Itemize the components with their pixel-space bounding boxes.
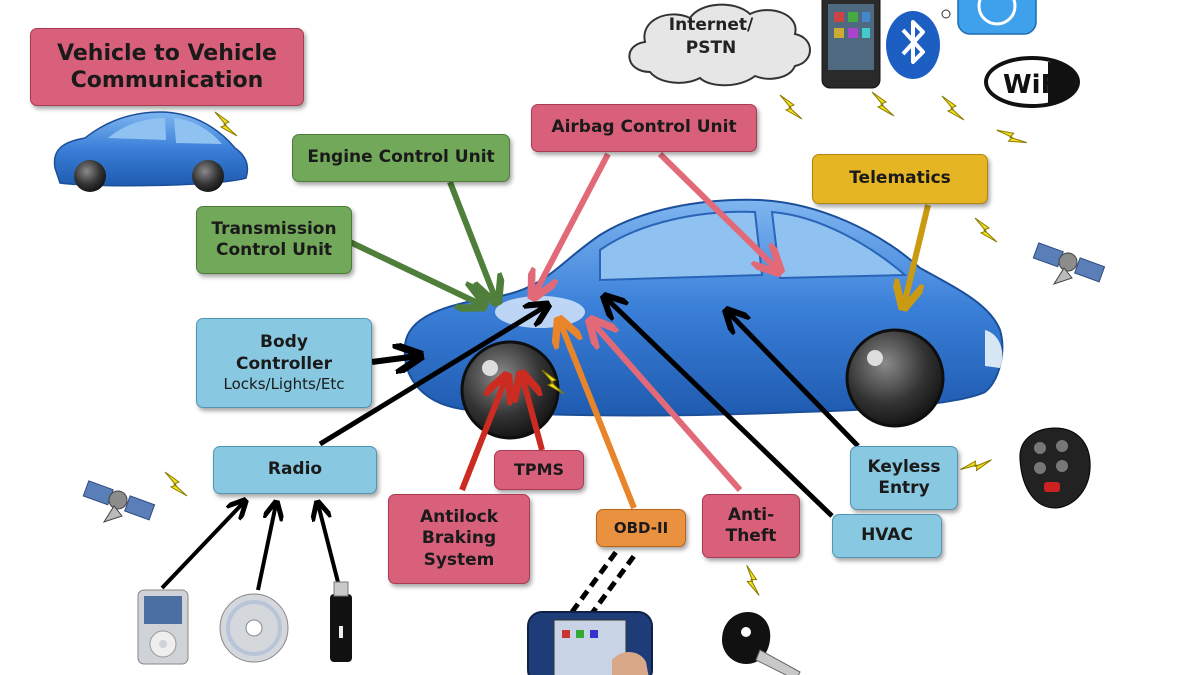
arrow-airbag-2	[657, 151, 778, 270]
arrow-engine	[447, 180, 496, 300]
bluetooth-icon	[886, 9, 951, 79]
tpms-label: TPMS	[494, 450, 584, 490]
arrow-usb	[318, 504, 342, 591]
key-fob-icon	[1019, 427, 1091, 509]
arrow-telematics	[904, 204, 931, 305]
cloud-icon	[628, 3, 811, 87]
abs-label: Antilock Braking System	[388, 494, 530, 584]
arrow-hvac	[606, 298, 834, 518]
body-controller-title: Body Controller	[235, 332, 332, 374]
ipod-icon	[137, 589, 189, 665]
lightning-icon	[871, 91, 895, 117]
lightning-icon	[164, 471, 188, 497]
hvac-label: HVAC	[832, 514, 942, 558]
wifi-text: WiFi	[1003, 70, 1067, 100]
v2v-label: Vehicle to Vehicle Communication	[30, 28, 304, 106]
antitheft-label: Anti- Theft	[702, 494, 800, 558]
arrow-tpms	[522, 376, 545, 451]
obd-cable	[569, 550, 619, 614]
arrow-abs	[459, 378, 506, 492]
arrow-ipod	[160, 502, 244, 590]
airbag-label: Airbag Control Unit	[531, 104, 757, 152]
lightning-icon	[779, 94, 803, 120]
smartphone-icon	[821, 0, 881, 89]
arrow-body	[371, 356, 418, 362]
obd-cable	[587, 554, 637, 618]
lightning-icon	[974, 217, 998, 243]
satellite-icon	[1032, 242, 1106, 285]
car-key-icon	[722, 612, 801, 675]
obd-label: OBD-II	[596, 509, 686, 547]
telematics-label: Telematics	[812, 154, 988, 204]
arrow-transmission	[348, 239, 482, 305]
lightning-icon	[996, 120, 1028, 153]
engine-label: Engine Control Unit	[292, 134, 510, 182]
arrow-airbag-1	[534, 152, 611, 295]
satellite-icon	[82, 480, 156, 523]
small-car-icon	[53, 111, 249, 192]
app-store-icon	[957, 0, 1037, 35]
body-controller-label: Body Controller Locks/Lights/Etc	[196, 318, 372, 408]
lightning-icon	[959, 449, 992, 481]
lightning-icon	[941, 95, 965, 121]
keyless-entry-label: Keyless Entry	[850, 446, 958, 510]
obd-scanner-icon	[527, 611, 653, 675]
cd-icon	[219, 593, 289, 663]
arrow-radio	[318, 306, 546, 447]
arrow-cd	[256, 504, 276, 591]
arrow-obd	[560, 322, 637, 510]
lightning-icon	[737, 564, 768, 596]
body-controller-subtitle: Locks/Lights/Etc	[223, 374, 345, 393]
arrow-antitheft	[592, 322, 743, 492]
arrow-keyless	[728, 312, 860, 448]
radio-label: Radio	[213, 446, 377, 494]
transmission-label: Transmission Control Unit	[196, 206, 352, 274]
usb-drive-icon	[330, 581, 352, 662]
wifi-icon: WiFi	[984, 56, 1080, 108]
internet-label: Internet/ PSTN	[668, 15, 754, 58]
